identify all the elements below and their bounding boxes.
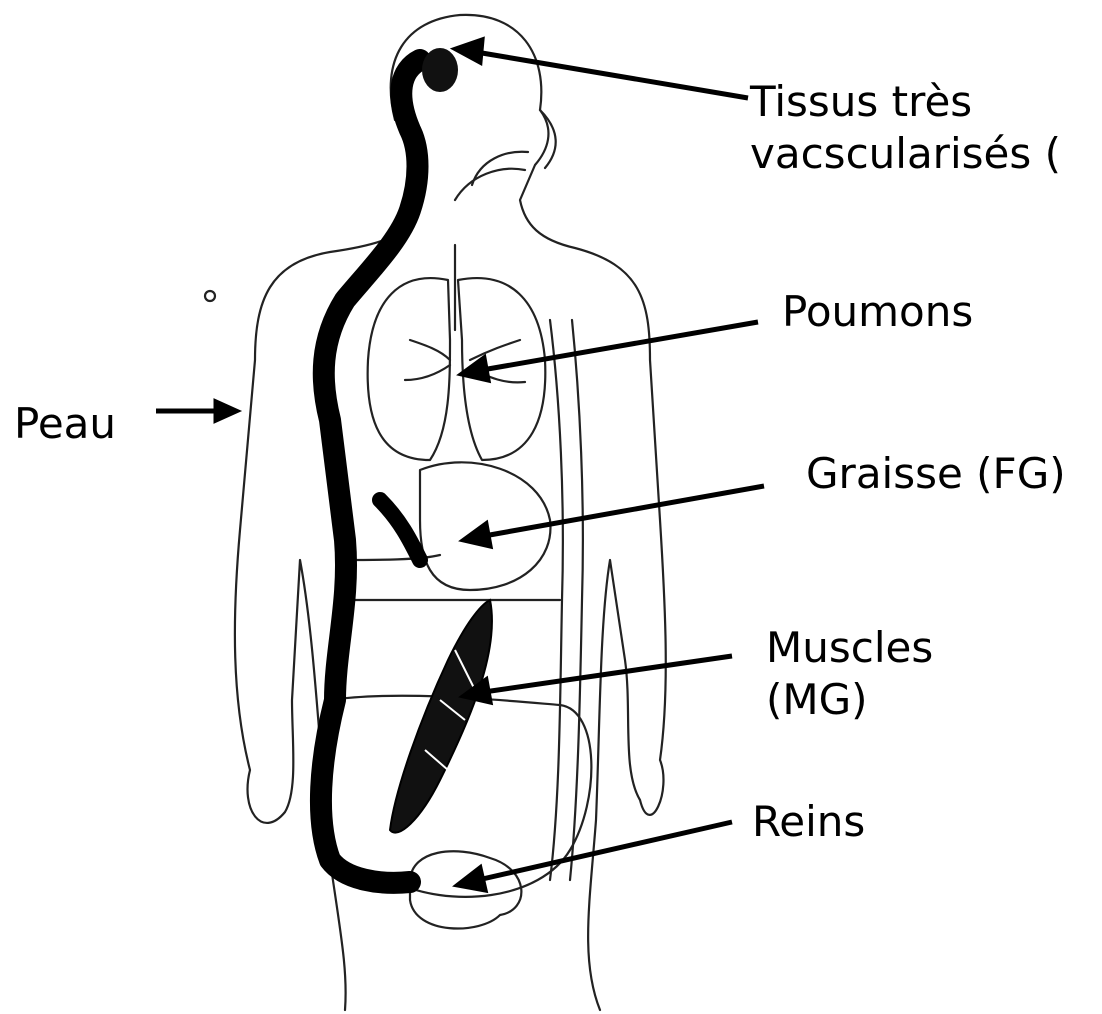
arrow-kidney (478, 822, 732, 880)
label-kidneys: Reins (752, 796, 865, 848)
kidney-outline (410, 851, 521, 928)
arrow-fat (484, 486, 764, 536)
label-vascular-tissue: Tissus très vacscularisés ( (750, 76, 1061, 180)
muscle-shape (390, 600, 492, 833)
label-muscles: Muscles (MG) (766, 622, 933, 726)
arrow-muscle (484, 656, 732, 692)
arrow-brain (476, 52, 748, 98)
arrow-lungs (482, 322, 758, 370)
label-skin: Peau (14, 398, 116, 450)
main-vessel (321, 60, 420, 883)
label-fat: Graisse (FG) (806, 448, 1066, 500)
lungs-outline (368, 278, 450, 460)
label-lungs: Poumons (782, 286, 973, 338)
